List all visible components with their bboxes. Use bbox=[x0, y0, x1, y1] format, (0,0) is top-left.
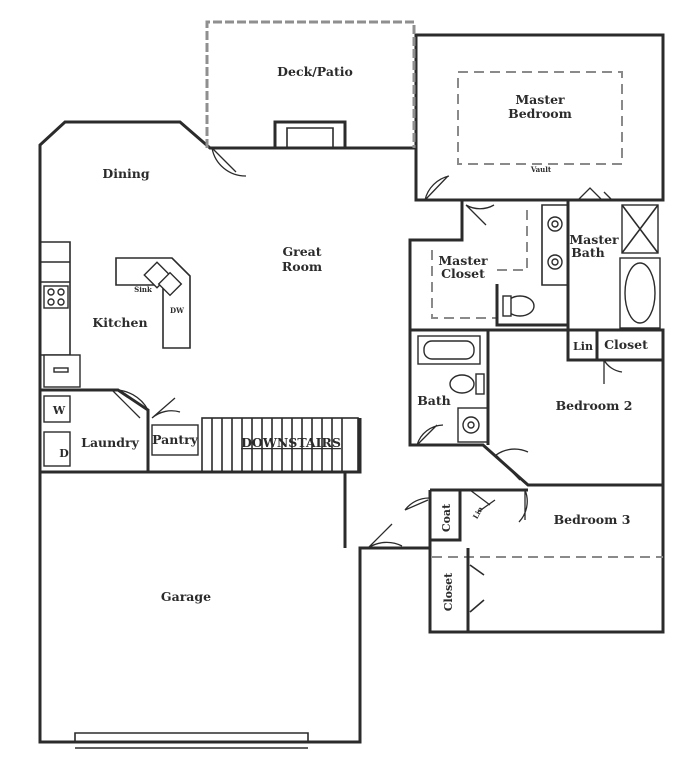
deck-outline bbox=[205, 20, 416, 148]
label-vault: Vault bbox=[530, 165, 552, 174]
label-closet-bedroom-3: Closet bbox=[442, 572, 455, 611]
label-master-closet: Master bbox=[438, 253, 488, 268]
label-master-bath-2: Bath bbox=[571, 245, 605, 260]
exterior-walls bbox=[38, 33, 665, 744]
label-bedroom-2: Bedroom 2 bbox=[556, 398, 633, 413]
label-closet-bedroom-2: Closet bbox=[604, 337, 648, 352]
room-labels: Deck/Patio Master Bedroom Vault Dining G… bbox=[52, 64, 648, 611]
label-bedroom-3: Bedroom 3 bbox=[554, 512, 631, 527]
master-closet-walls bbox=[410, 200, 570, 332]
laundry-fixtures bbox=[43, 395, 199, 467]
label-downstairs: DOWNSTAIRS bbox=[241, 435, 341, 450]
label-master-bath: Master bbox=[569, 232, 619, 247]
stairs bbox=[201, 417, 359, 473]
label-great-room: Great bbox=[282, 244, 321, 259]
label-coat: Coat bbox=[440, 503, 453, 532]
vault-outline bbox=[457, 71, 623, 165]
label-sink: Sink bbox=[134, 285, 152, 294]
label-deck-patio: Deck/Patio bbox=[277, 64, 353, 79]
label-pantry: Pantry bbox=[152, 432, 199, 447]
label-master-bedroom-2: Bedroom bbox=[508, 106, 572, 121]
label-bath: Bath bbox=[417, 393, 451, 408]
label-linen-hall: Lin bbox=[471, 505, 485, 520]
label-master-closet-2: Closet bbox=[441, 266, 485, 281]
label-washer: W bbox=[52, 404, 66, 417]
hall-bath-fixtures bbox=[417, 330, 490, 445]
label-dishwasher: DW bbox=[170, 306, 184, 315]
label-kitchen: Kitchen bbox=[92, 315, 147, 330]
master-bath-fixtures bbox=[502, 200, 663, 362]
label-master-bedroom: Master bbox=[515, 92, 565, 107]
label-lin: Lin bbox=[573, 340, 593, 353]
label-laundry: Laundry bbox=[81, 435, 139, 450]
label-dining: Dining bbox=[102, 166, 150, 181]
label-garage: Garage bbox=[161, 589, 211, 604]
label-dryer: D bbox=[59, 447, 69, 460]
garage-door-line bbox=[74, 732, 309, 749]
kitchen-fixtures bbox=[40, 241, 191, 388]
bedroom-3-fixtures bbox=[432, 548, 663, 632]
door-swings bbox=[111, 147, 623, 549]
label-great-room-2: Room bbox=[282, 259, 322, 274]
